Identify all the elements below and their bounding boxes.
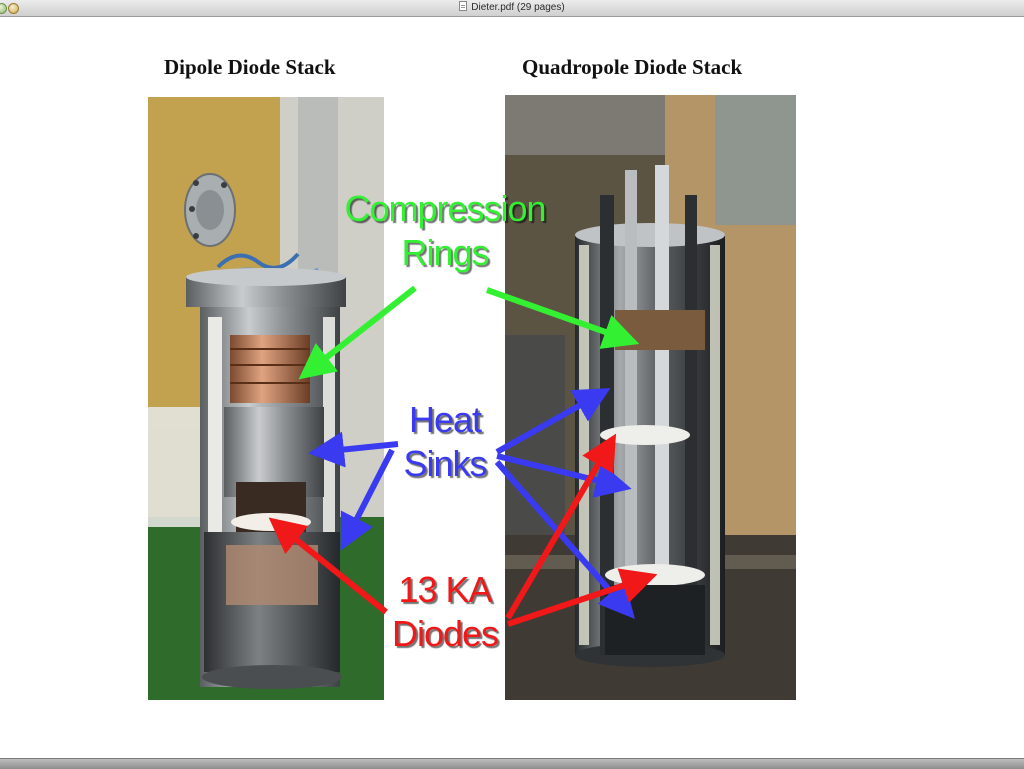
quadropole-diode-stack-photo [505, 95, 796, 700]
quadropole-heading: Quadropole Diode Stack [522, 55, 743, 79]
zoom-window-button[interactable] [0, 3, 7, 14]
window-bottom-bar [0, 758, 1024, 769]
compression-label-line-1: Compression [344, 188, 546, 229]
window-title: Dieter.pdf (29 pages) [471, 2, 565, 13]
heat-label-line-2: Sinks [403, 443, 487, 484]
diodes-label-line-2: Diodes [391, 613, 499, 654]
dipole-heading: Dipole Diode Stack [164, 55, 336, 79]
diodes-label-line-1: 13 KA [398, 569, 492, 610]
minimize-window-button[interactable] [8, 3, 19, 14]
compression-label-line-2: Rings [401, 232, 489, 273]
heat-sinks-label: Heat Sinks [385, 398, 505, 486]
window-title-area: Dieter.pdf (29 pages) [0, 1, 1024, 15]
diodes-label: 13 KA Diodes [370, 568, 520, 656]
pdf-document-icon [459, 1, 468, 11]
window-title-bar: Dieter.pdf (29 pages) [0, 0, 1024, 17]
compression-rings-label: Compression Rings [320, 187, 570, 275]
heat-label-line-1: Heat [408, 399, 482, 440]
